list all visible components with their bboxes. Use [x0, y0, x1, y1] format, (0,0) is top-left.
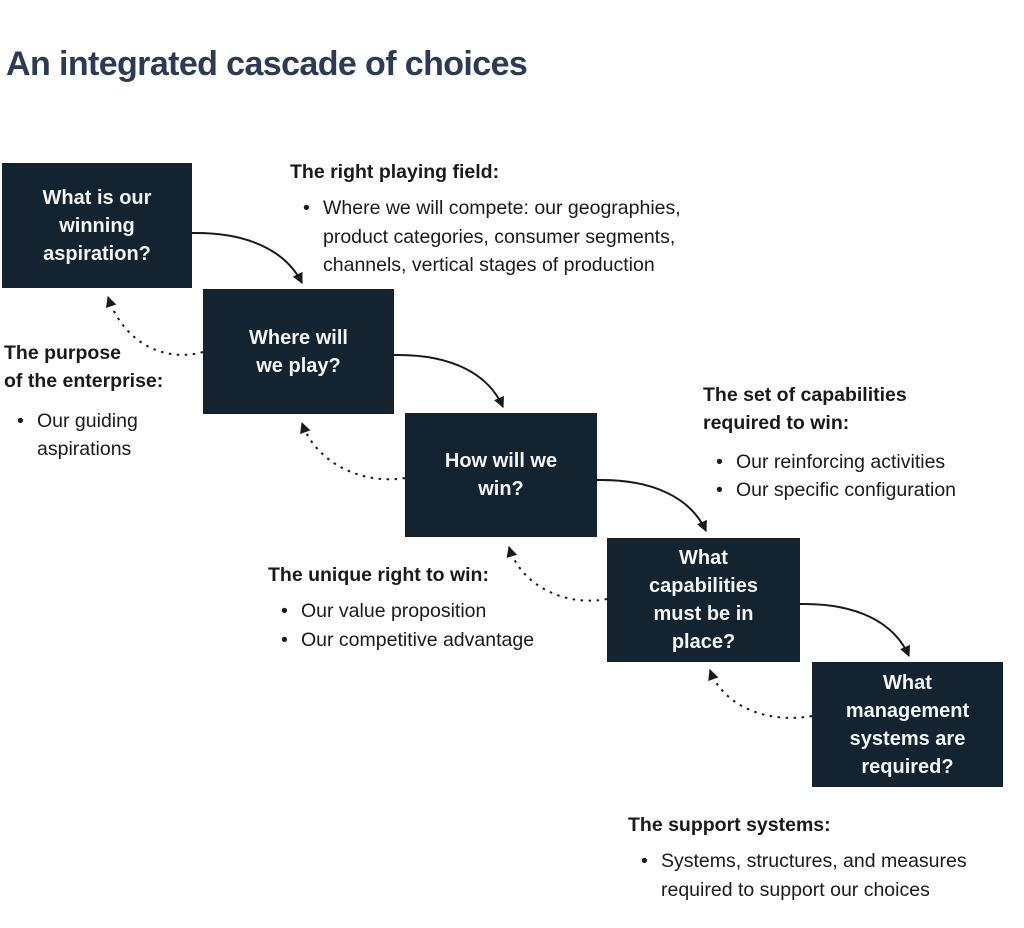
annotation-bullet-list: • Where we will compete: our geographies…: [290, 194, 770, 279]
arrow-forward-3: [596, 478, 707, 532]
bullet-text: Where we will compete: our geographies, …: [323, 197, 681, 276]
box-where-to-play: Where will we play?: [203, 289, 394, 414]
arrow-feedback-2: [300, 421, 406, 481]
bullet-icon: •: [716, 478, 723, 501]
bullet-text: Systems, structures, and measures requir…: [661, 850, 967, 901]
arrow-forward-1: [191, 231, 303, 284]
annotation-support-systems: The support systems: • Systems, structur…: [628, 811, 1024, 904]
bullet-icon: •: [281, 600, 288, 623]
annotation-bullet-list: • Systems, structures, and measures requ…: [628, 847, 1024, 904]
annotation-capabilities-required: The set of capabilities required to win:…: [703, 381, 1023, 504]
bullet-icon: •: [716, 450, 723, 473]
bullet-text: Our reinforcing activities: [736, 450, 946, 473]
bullet-icon: •: [281, 628, 288, 651]
bullet-text: Our specific configuration: [736, 478, 957, 501]
bullet-item: • Our specific configuration: [703, 476, 1023, 504]
annotation-heading: The unique right to win:: [268, 564, 489, 586]
bullet-text: Our guiding aspirations: [37, 409, 138, 460]
box-winning-aspiration: What is our winning aspiration?: [2, 163, 192, 288]
annotation-bullet-list: • Our value proposition • Our competitiv…: [268, 597, 608, 654]
annotation-heading: The set of capabilities required to win:: [703, 384, 907, 435]
box-capabilities: What capabilities must be in place?: [607, 538, 800, 662]
bullet-icon: •: [17, 409, 24, 432]
annotation-unique-right-to-win: The unique right to win: • Our value pro…: [268, 561, 608, 654]
bullet-text: Our value proposition: [301, 600, 487, 623]
annotation-bullet-list: • Our reinforcing activities • Our speci…: [703, 448, 1023, 505]
bullet-item: • Systems, structures, and measures requ…: [628, 847, 1024, 904]
box-winning-aspiration-label: What is our winning aspiration?: [42, 186, 152, 265]
bullet-item: • Our reinforcing activities: [703, 448, 1023, 476]
annotation-purpose-of-enterprise: The purpose of the enterprise: • Our gui…: [4, 339, 234, 463]
arrow-forward-4: [799, 602, 911, 657]
box-capabilities-label: What capabilities must be in place?: [649, 547, 758, 653]
annotation-bullet-list: • Our guiding aspirations: [4, 407, 234, 464]
box-where-to-play-label: Where will we play?: [249, 326, 348, 377]
bullet-icon: •: [303, 197, 310, 220]
annotation-right-playing-field: The right playing field: • Where we will…: [290, 158, 770, 279]
box-management-systems-label: What management systems are required?: [845, 671, 970, 778]
box-how-to-win-label: How will we win?: [444, 450, 558, 500]
bullet-icon: •: [641, 850, 648, 873]
page-title: An integrated cascade of choices: [6, 44, 528, 83]
bullet-item: • Where we will compete: our geographies…: [290, 194, 770, 279]
annotation-heading: The purpose of the enterprise:: [4, 342, 164, 393]
arrow-feedback-4: [708, 668, 813, 719]
bullet-item: • Our value proposition: [268, 597, 608, 625]
bullet-text: Our competitive advantage: [301, 628, 535, 651]
bullet-item: • Our guiding aspirations: [4, 407, 234, 464]
arrow-forward-2: [393, 353, 505, 408]
bullet-item: • Our competitive advantage: [268, 626, 608, 654]
box-how-to-win: How will we win?: [405, 413, 597, 537]
annotation-heading: The right playing field:: [290, 161, 500, 183]
annotation-heading: The support systems:: [628, 814, 831, 836]
box-management-systems: What management systems are required?: [812, 662, 1003, 787]
